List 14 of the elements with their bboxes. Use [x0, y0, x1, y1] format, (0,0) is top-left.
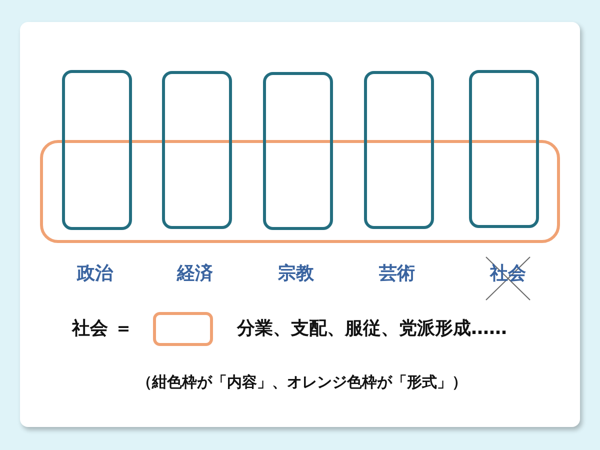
category-label: 経済: [177, 262, 213, 285]
rounded-frame: [162, 71, 232, 229]
equation-text: 社会 ＝: [72, 317, 132, 340]
category-label: 芸術: [379, 262, 415, 285]
rounded-frame: [364, 71, 434, 229]
note-text: 分業、支配、服従、党派形成……: [237, 317, 507, 340]
category-label: 政治: [77, 262, 113, 285]
caption: （紺色枠が「内容」、オレンジ色枠が「形式」）: [136, 373, 468, 392]
rounded-band: [40, 140, 560, 243]
rounded-frame: [469, 70, 539, 228]
rounded-frame: [263, 72, 333, 230]
category-label: 宗教: [278, 262, 314, 285]
blank-box: [153, 312, 213, 346]
rounded-frame: [62, 70, 132, 230]
